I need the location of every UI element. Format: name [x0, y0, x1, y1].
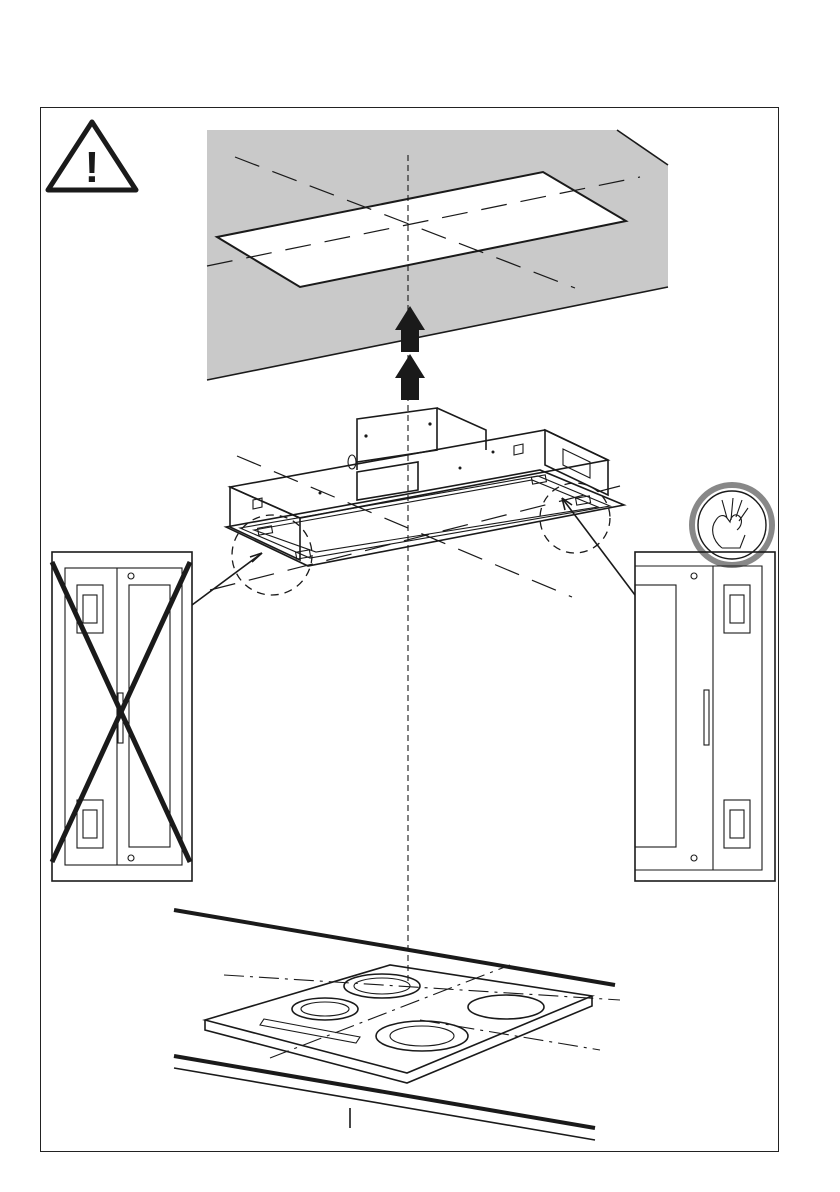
hood-unit: [210, 408, 624, 597]
worktop: [174, 910, 620, 1140]
panel-incorrect: [52, 552, 192, 881]
cooktop: [205, 965, 592, 1083]
leader-right: [562, 498, 635, 595]
detail-circle-right: [540, 483, 610, 553]
warning-exclamation: !: [85, 143, 100, 192]
panel-correct: [635, 552, 775, 881]
ok-hand-icon: [692, 485, 772, 565]
ceiling: [207, 130, 668, 380]
warning-triangle-icon: !: [48, 122, 136, 192]
